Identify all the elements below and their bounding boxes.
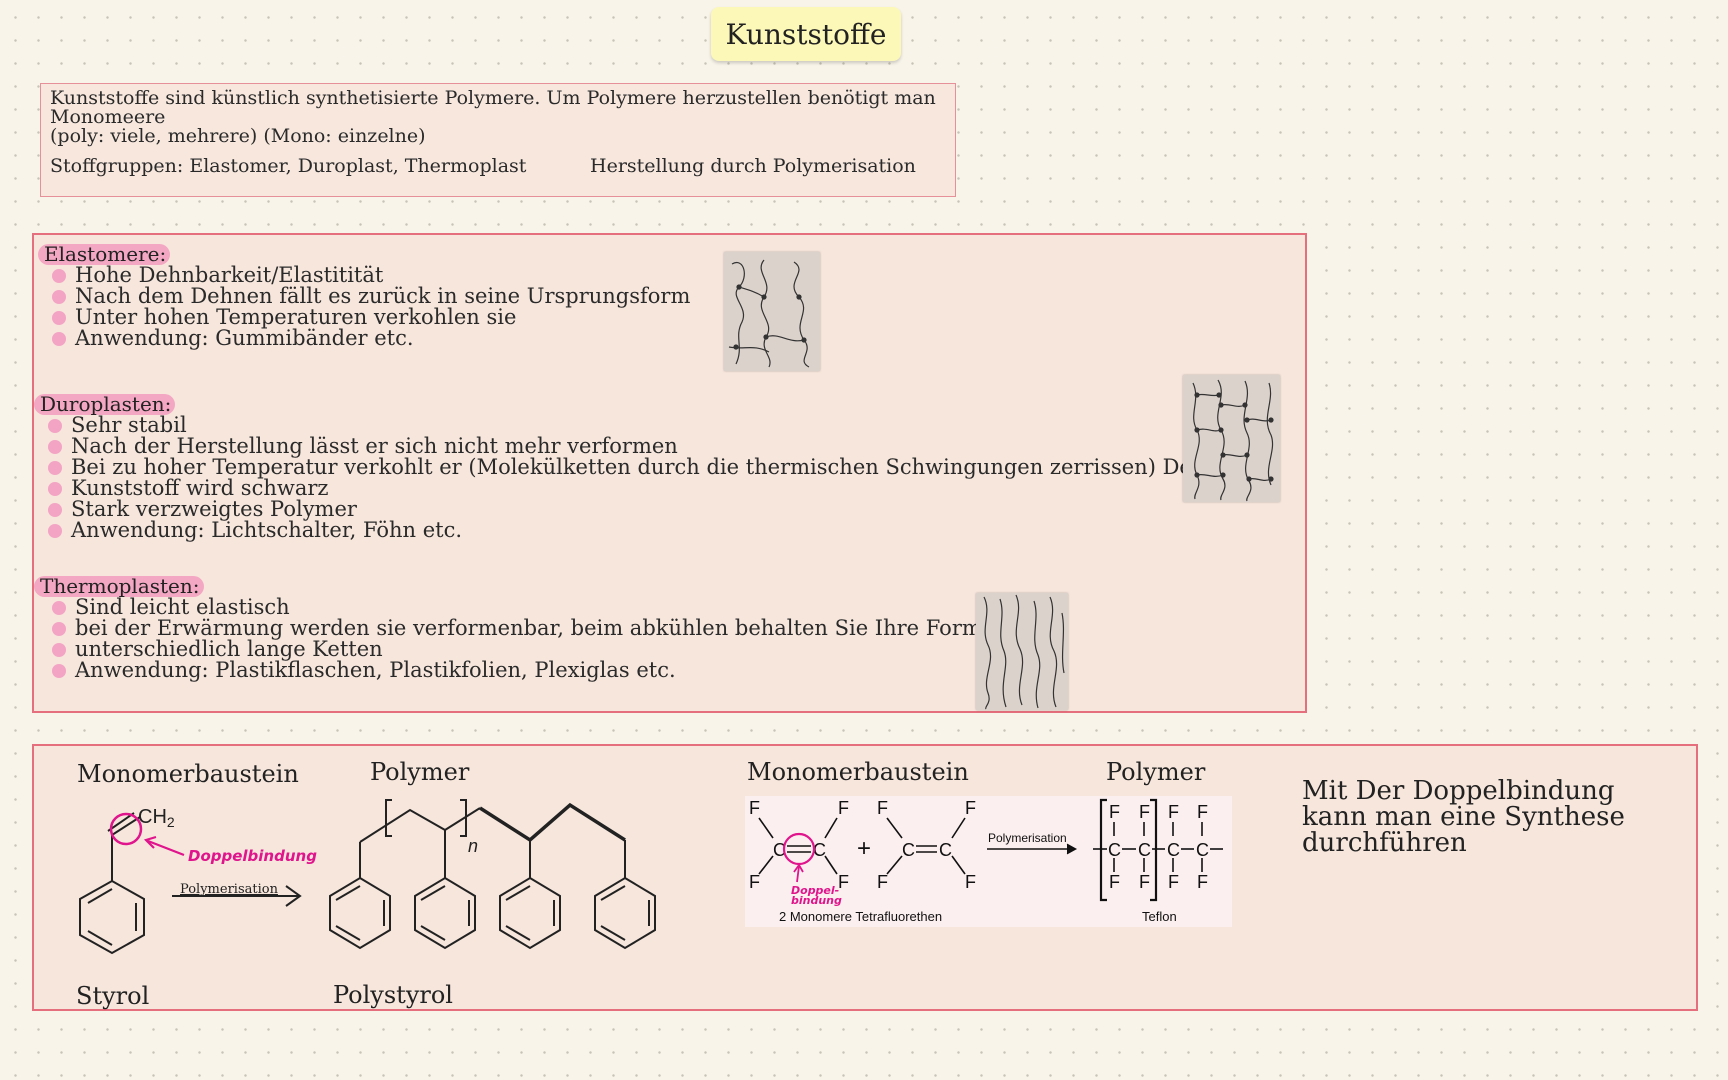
polymerisation-label-2: Polymerisation xyxy=(988,831,1067,845)
list-item: Nach der Herstellung lässt er sich nicht… xyxy=(48,436,1202,457)
bullet-dot-icon xyxy=(48,439,62,454)
bullet-dot-icon xyxy=(48,481,62,496)
polymer-label-1: Polymer xyxy=(370,758,470,786)
intro-line-2: Monomeere xyxy=(50,106,166,128)
svg-text:F: F xyxy=(877,798,888,818)
svg-text:F: F xyxy=(1168,802,1179,822)
polystyrol-label: Polystyrol xyxy=(333,981,453,1009)
styrol-structure-diagram: CH2 Doppelbindung Polymerisation xyxy=(79,806,317,955)
polymerisation-label-1: Polymerisation xyxy=(180,882,279,897)
styrol-label: Styrol xyxy=(76,982,150,1010)
svg-text:C: C xyxy=(1167,840,1180,860)
svg-text:F: F xyxy=(877,872,888,892)
svg-text:F: F xyxy=(965,872,976,892)
ch2-label: CH2 xyxy=(138,806,175,830)
polymer-label-2: Polymer xyxy=(1106,758,1206,786)
svg-text:F: F xyxy=(1109,872,1120,892)
bullet-dot-icon xyxy=(48,460,62,475)
svg-text:C: C xyxy=(773,840,786,860)
svg-text:F: F xyxy=(838,798,849,818)
heading-thermoplasten: Thermoplasten: xyxy=(34,576,204,597)
svg-text:C: C xyxy=(1108,840,1121,860)
intro-box: Kunststoffe sind künstlich synthetisiert… xyxy=(40,83,956,197)
list-thermoplasten: Sind leicht elastisch bei der Erwärmung … xyxy=(52,597,982,681)
list-item: Nach dem Dehnen fällt es zurück in seine… xyxy=(52,286,690,307)
svg-text:F: F xyxy=(965,798,976,818)
teflon-caption: Teflon xyxy=(1142,909,1177,924)
plastic-types-box: Elastomere: Hohe Dehnbarkeit/Elastitität… xyxy=(32,233,1307,713)
svg-text:C: C xyxy=(1138,840,1151,860)
svg-text:C: C xyxy=(813,840,826,860)
polystyrol-structure-diagram: n xyxy=(329,799,656,950)
svg-text:F: F xyxy=(1139,872,1150,892)
list-item: Anwendung: Plastikflaschen, Plastikfolie… xyxy=(52,660,982,681)
doppelbindung-note-2: Doppel- xyxy=(791,884,839,897)
bullet-dot-icon xyxy=(52,268,66,283)
svg-text:F: F xyxy=(1168,872,1179,892)
svg-text:C: C xyxy=(1196,840,1209,860)
svg-text:F: F xyxy=(1109,802,1120,822)
subscript-n: n xyxy=(468,836,478,856)
list-item: Anwendung: Lichtschalter, Föhn etc. xyxy=(48,520,1202,541)
doppelbindung-note: Doppelbindung xyxy=(188,847,317,865)
svg-text:F: F xyxy=(749,798,760,818)
list-item: unterschiedlich lange Ketten xyxy=(52,639,982,660)
duroplast-structure-sketch xyxy=(1183,375,1280,502)
synthesis-note: Mit Der Doppelbindung kann man eine Synt… xyxy=(1302,776,1625,858)
monomer-label-1: Monomerbaustein xyxy=(77,760,299,788)
bullet-dot-icon xyxy=(52,310,66,325)
svg-text:C: C xyxy=(902,840,915,860)
bullet-dot-icon xyxy=(52,621,66,636)
double-bond-marker-icon xyxy=(782,832,816,866)
list-duroplasten: Sehr stabil Nach der Herstellung lässt e… xyxy=(48,415,1202,541)
list-item: Sind leicht elastisch xyxy=(52,597,982,618)
list-item: Sehr stabil xyxy=(48,415,1202,436)
list-item: bei der Erwärmung werden sie verformenba… xyxy=(52,618,982,639)
svg-text:F: F xyxy=(1139,802,1150,822)
intro-production: Herstellung durch Polymerisation xyxy=(590,155,916,177)
svg-text:F: F xyxy=(838,872,849,892)
pink-arrow-icon xyxy=(147,839,185,857)
bullet-dot-icon xyxy=(52,663,66,678)
heading-elastomere: Elastomere: xyxy=(38,244,171,265)
elastomer-structure-sketch xyxy=(724,252,820,371)
list-item: Anwendung: Gummibänder etc. xyxy=(52,328,690,349)
bullet-dot-icon xyxy=(52,600,66,615)
list-item: Kunststoff wird schwarz xyxy=(48,478,1202,499)
list-item: Hohe Dehnbarkeit/Elastitität xyxy=(52,265,690,286)
svg-text:F: F xyxy=(1197,802,1208,822)
intro-groups: Stoffgruppen: Elastomer, Duroplast, Ther… xyxy=(50,155,527,177)
svg-text:F: F xyxy=(1197,872,1208,892)
heading-duroplasten: Duroplasten: xyxy=(34,394,176,415)
page-title: Kunststoffe xyxy=(711,7,901,61)
plus-sign: + xyxy=(857,835,871,862)
bullet-dot-icon xyxy=(52,331,66,346)
svg-text:bindung: bindung xyxy=(791,894,842,907)
svg-text:F: F xyxy=(749,872,760,892)
bullet-dot-icon xyxy=(48,523,62,538)
list-item: Stark verzweigtes Polymer xyxy=(48,499,1202,520)
list-item: Bei zu hoher Temperatur verkohlt er (Mol… xyxy=(48,457,1202,478)
intro-line-3: (poly: viele, mehrere) (Mono: einzelne) xyxy=(50,125,426,147)
svg-text:C: C xyxy=(939,840,952,860)
tetrafluorethen-caption: 2 Monomere Tetrafluorethen xyxy=(779,909,942,924)
bullet-dot-icon xyxy=(48,502,62,517)
list-elastomere: Hohe Dehnbarkeit/Elastitität Nach dem De… xyxy=(52,265,690,349)
thermoplast-structure-sketch xyxy=(976,593,1068,710)
bullet-dot-icon xyxy=(48,418,62,433)
bullet-dot-icon xyxy=(52,642,66,657)
monomer-label-2: Monomerbaustein xyxy=(747,758,969,786)
double-bond-marker-icon xyxy=(109,812,143,846)
list-item: Unter hohen Temperaturen verkohlen sie xyxy=(52,307,690,328)
intro-line-1: Kunststoffe sind künstlich synthetisiert… xyxy=(50,87,936,109)
bullet-dot-icon xyxy=(52,289,66,304)
